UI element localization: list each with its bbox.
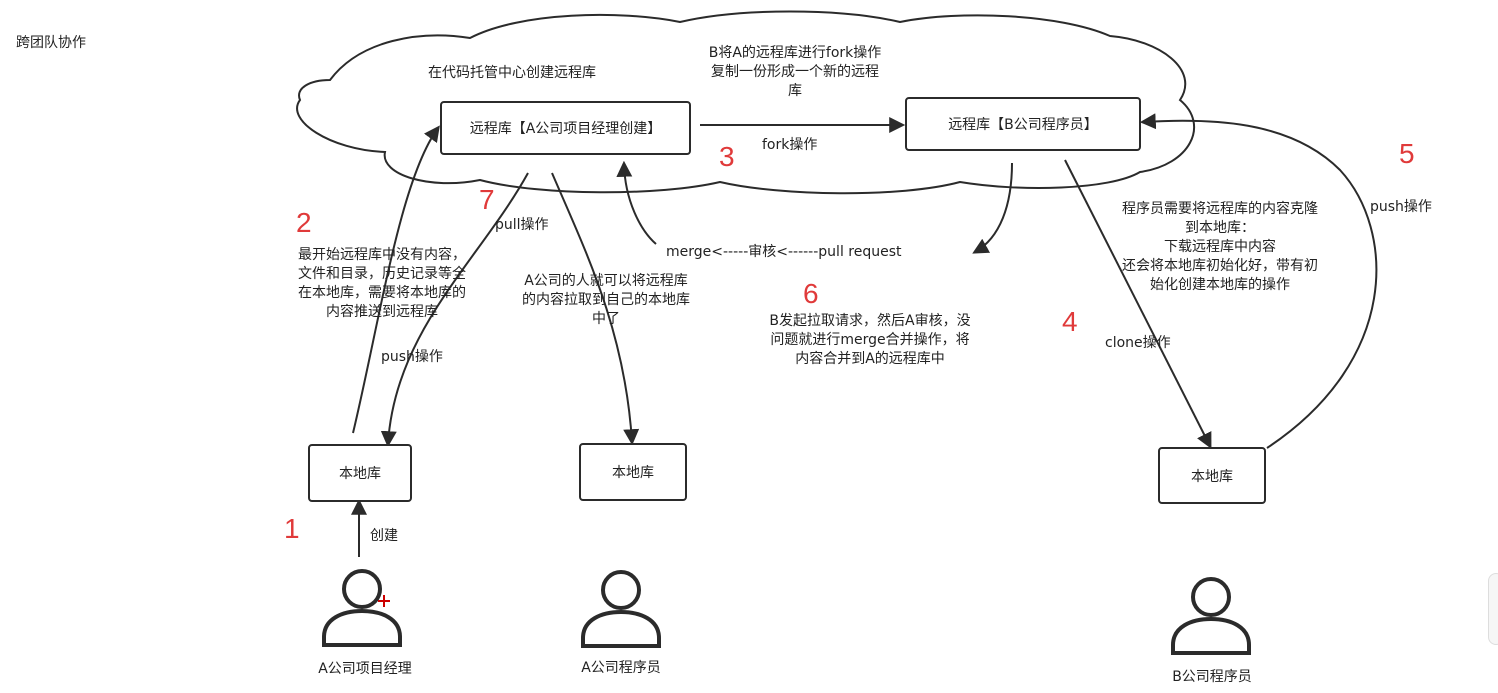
pull-arrow-manager bbox=[380, 172, 529, 448]
step-number-6: 6 bbox=[803, 278, 819, 309]
fork-note: B将A的远程库进行fork操作复制一份形成一个新的远程库 bbox=[708, 45, 882, 99]
clone-note: 程序员需要将远程库的内容克隆到本地库：下载远程库中内容还会将本地库初始化好，带有… bbox=[1122, 201, 1318, 293]
pull-request-arrow bbox=[972, 162, 1013, 254]
user-add-icon bbox=[320, 567, 406, 653]
clone-label: clone操作 bbox=[1105, 335, 1171, 351]
fork-label: fork操作 bbox=[762, 137, 818, 153]
merge-flow-label: merge<-----审核<------pull request bbox=[666, 244, 902, 260]
local-repo-a-dev[interactable]: 本地库 bbox=[579, 443, 687, 501]
step-number-3: 3 bbox=[719, 141, 735, 172]
user-icon bbox=[579, 568, 665, 654]
person-label-b-dev: B公司程序员 bbox=[1172, 669, 1252, 685]
step-number-4: 4 bbox=[1062, 306, 1078, 337]
clone-arrow bbox=[1064, 159, 1212, 449]
create-label: 创建 bbox=[370, 528, 398, 544]
side-panel-handle[interactable] bbox=[1488, 573, 1498, 645]
cloud-note: 在代码托管中心创建远程库 bbox=[428, 65, 596, 81]
push-arrow-b bbox=[1139, 113, 1378, 449]
push-label-b: push操作 bbox=[1370, 199, 1432, 215]
step-number-1: 1 bbox=[284, 513, 300, 544]
user-icon bbox=[1169, 575, 1255, 661]
pull-request-note: B发起拉取请求，然后A审核，没问题就进行merge合并操作，将内容合并到A的远程… bbox=[769, 313, 971, 367]
local-repo-a-manager[interactable]: 本地库 bbox=[308, 444, 412, 502]
push-label-a: push操作 bbox=[381, 349, 443, 365]
remote-repo-b[interactable]: 远程库【B公司程序员】 bbox=[905, 97, 1141, 151]
pull-arrow-dev bbox=[551, 172, 640, 446]
page-title: 跨团队协作 bbox=[16, 35, 86, 51]
person-label-a-dev: A公司程序员 bbox=[581, 660, 661, 676]
step-number-7: 7 bbox=[479, 184, 495, 215]
pull-label: pull操作 bbox=[495, 217, 549, 233]
push-note: 最开始远程库中没有内容，文件和目录，历史记录等全在本地库，需要将本地库的内容推送… bbox=[298, 247, 466, 320]
person-label-a-manager: A公司项目经理 bbox=[318, 661, 412, 677]
merge-arrow bbox=[616, 160, 657, 245]
local-repo-b[interactable]: 本地库 bbox=[1158, 447, 1266, 504]
remote-repo-a[interactable]: 远程库【A公司项目经理创建】 bbox=[440, 101, 691, 155]
step-number-2: 2 bbox=[296, 207, 312, 238]
pull-note: A公司的人就可以将远程库的内容拉取到自己的本地库中了 bbox=[522, 273, 690, 327]
step-number-5: 5 bbox=[1399, 138, 1415, 169]
push-arrow-a bbox=[352, 125, 440, 434]
